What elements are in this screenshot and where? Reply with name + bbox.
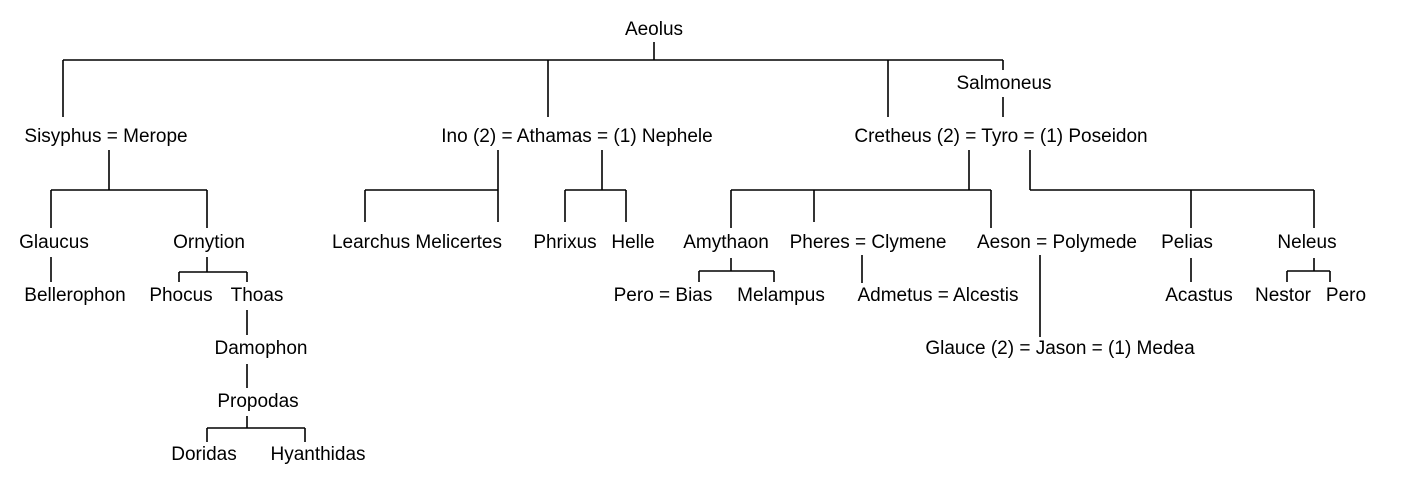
node-glaucus: Glaucus <box>19 232 89 253</box>
node-ino-athamas-nephele: Ino (2) = Athamas = (1) Nephele <box>441 126 712 147</box>
node-neleus: Neleus <box>1277 232 1336 253</box>
node-pero: Pero <box>1326 285 1366 306</box>
node-doridas: Doridas <box>171 444 236 465</box>
node-helle: Helle <box>611 232 654 253</box>
node-phrixus: Phrixus <box>533 232 596 253</box>
node-learchus-melicertes: Learchus Melicertes <box>332 232 502 253</box>
node-ornytion: Ornytion <box>173 232 245 253</box>
node-cretheus-tyro-poseidon: Cretheus (2) = Tyro = (1) Poseidon <box>854 126 1147 147</box>
name-labels: Aeolus Salmoneus Sisyphus = Merope Ino (… <box>19 19 1366 465</box>
node-amythaon: Amythaon <box>683 232 769 253</box>
node-phocus: Phocus <box>149 285 212 306</box>
node-pelias: Pelias <box>1161 232 1213 253</box>
node-salmoneus: Salmoneus <box>956 73 1051 94</box>
node-sisyphus-merope: Sisyphus = Merope <box>24 126 187 147</box>
node-admetus-alcestis: Admetus = Alcestis <box>857 285 1018 306</box>
node-propodas: Propodas <box>217 391 298 412</box>
node-melampus: Melampus <box>737 285 825 306</box>
node-glauce-jason-medea: Glauce (2) = Jason = (1) Medea <box>925 338 1195 359</box>
node-nestor: Nestor <box>1255 285 1312 306</box>
node-pheres-clymene: Pheres = Clymene <box>790 232 947 253</box>
node-bellerophon: Bellerophon <box>24 285 125 306</box>
node-aeson-polymede: Aeson = Polymede <box>977 232 1137 253</box>
node-pero-bias: Pero = Bias <box>614 285 713 306</box>
node-thoas: Thoas <box>231 285 284 306</box>
connector-lines <box>50 42 1331 442</box>
node-hyanthidas: Hyanthidas <box>270 444 365 465</box>
node-acastus: Acastus <box>1165 285 1233 306</box>
node-aeolus: Aeolus <box>625 19 683 40</box>
node-damophon: Damophon <box>215 338 308 359</box>
